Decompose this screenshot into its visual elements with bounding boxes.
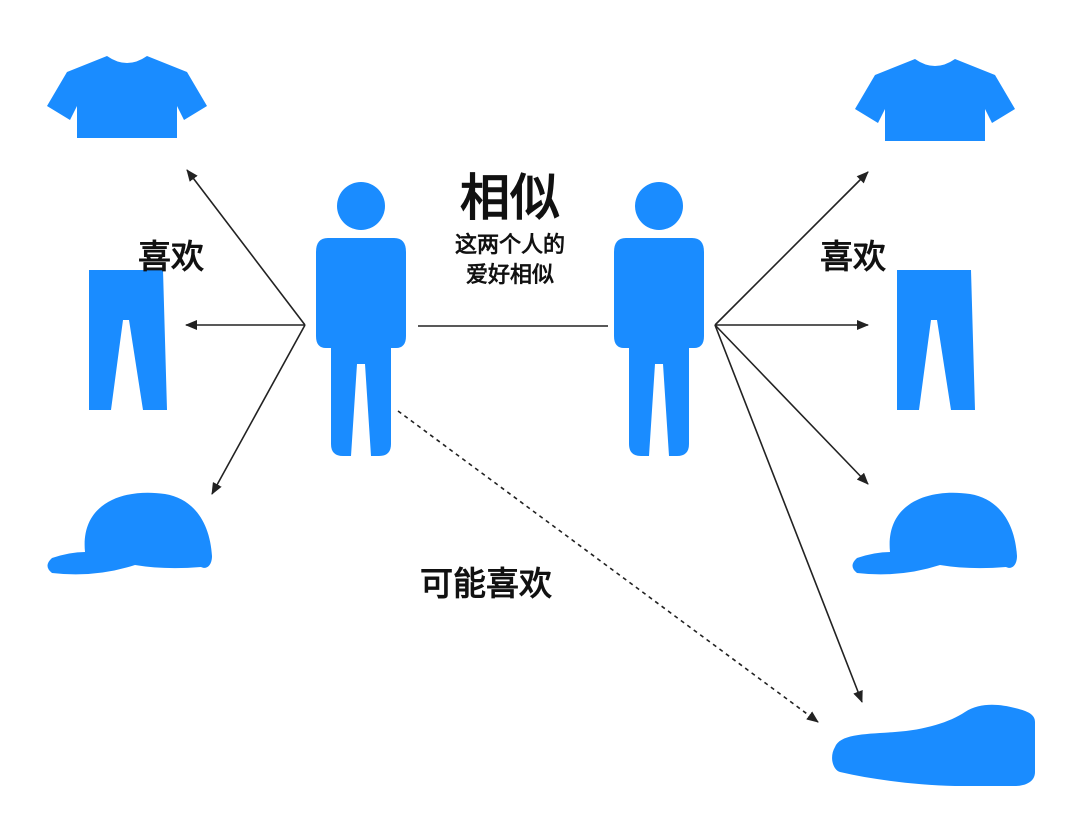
arrow-left-to-cap: [211, 324, 306, 495]
tshirt-icon: [47, 56, 207, 138]
maybe-like-label: 可能喜欢: [420, 564, 552, 603]
pants-icon: [897, 270, 975, 410]
person-icon: [316, 182, 406, 456]
shoe-icon: [832, 704, 1035, 786]
title-similar: 相似: [460, 169, 560, 227]
arrow-right-to-tshirt: [714, 171, 869, 326]
tshirt-icon: [855, 59, 1015, 141]
left-like-label: 喜欢: [138, 237, 204, 276]
subtitle-line: 爱好相似: [465, 263, 554, 288]
person-icon: [614, 182, 704, 456]
pants-icon: [89, 270, 167, 410]
arrow-right-to-cap: [714, 324, 869, 485]
cap-icon: [47, 492, 212, 575]
arrow-left-to-tshirt: [186, 169, 306, 326]
subtitle: 这两个人的 爱好相似: [420, 231, 600, 291]
right-like-label: 喜欢: [820, 237, 886, 276]
subtitle-line: 这两个人的: [454, 233, 565, 258]
arrow-recommend-shoe: [397, 410, 819, 723]
cap-icon: [852, 492, 1017, 575]
arrow-right-to-shoe: [714, 324, 863, 703]
